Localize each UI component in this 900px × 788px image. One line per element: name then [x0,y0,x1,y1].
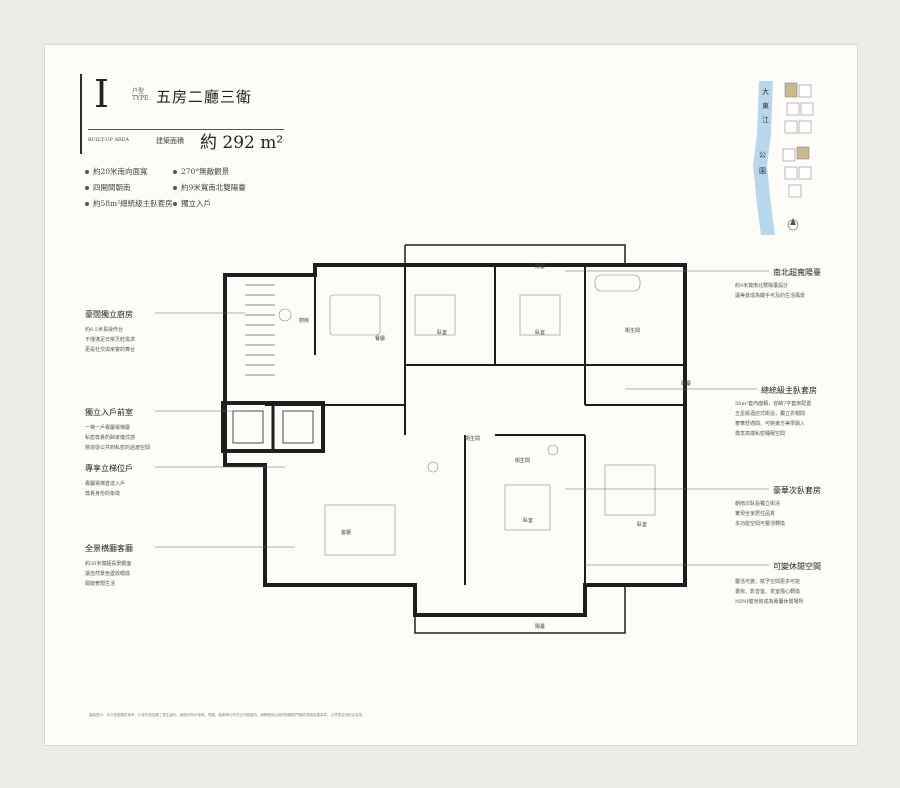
type-label: 户型 TYPE [132,88,148,102]
callout-line: 一梯一戶專屬電梯廳 [85,425,131,431]
callout-title: 專享立梯位戶 [85,464,133,473]
type-label-cn: 户型 [132,88,145,95]
callout-line: MINI健身房成為專屬休閒場所 [735,599,804,605]
callout-line: 私密尊貴的歸家儀式感 [85,435,136,441]
room-bedroom: 臥室 [637,522,648,528]
floorplan-card: I 户型 TYPE 五房二廳三衛 BUILT-UP AREA 建築面積 約 29… [44,44,858,746]
feature-item: 270°無敵觀景 [173,166,229,177]
area-value: 約 292 m² [200,133,284,153]
callout-title: 全景横廳客廳 [85,544,133,553]
callout-line: 讓自然景色盡收眼底 [85,571,131,577]
site-map-graphic [753,81,814,235]
callout-line: 朝南次臥設獨立衛浴 [735,501,781,507]
room-dining: 餐廳 [375,336,386,342]
callout-line: 尊享高端私密睡眠空間 [735,431,786,437]
callout-line: 尊貴身份的象徵 [85,491,121,497]
callout-line: 五星級酒店式衛浴，獨立衣帽間 [735,411,806,417]
feature-item: 約20米南向面寬 [85,166,148,177]
callout-line: 靈活可變，賦予空間更多可能 [735,579,801,585]
header-rule [88,129,284,130]
callout-line: 不僅滿足日常烹飪需求 [85,337,136,343]
callout-line: 書房、影音室、茶室隨心轉換 [735,589,801,595]
feature-item: 獨立入戶 [173,198,211,209]
type-label-en: TYPE [132,95,149,102]
callout-line: 58m²套內面積，容納7字套房配置 [735,401,812,407]
type-letter: I [94,72,110,116]
layout-title: 五房二廳三衛 [156,88,253,106]
header-rule-vertical [80,74,82,154]
callout-line: 營造從公共到私密的過渡空間 [85,445,151,451]
room-bedroom: 臥室 [437,330,448,336]
feature-item: 約58m²總統級主臥套房 [85,198,173,209]
callout-line: 實現全家居住品質 [735,511,776,517]
room-balcony: 陽臺 [535,624,546,630]
callout-line: 約20米寬超長景觀面 [85,561,132,567]
site-map: 大東江 公園 [745,75,835,235]
room-balcony: 陽臺 [535,264,546,270]
park-label: 公園 [759,151,766,175]
callout-line: 約6.5米長操作台 [85,327,123,333]
river-label: 大東江 [762,88,769,124]
callout-title: 豪華次臥套房 [773,486,821,495]
area-label-cn: 建築面積 [156,137,184,145]
callout-title: 豪闊獨立廚房 [85,310,133,319]
area-label-en: BUILT-UP AREA [88,137,129,143]
feature-item: 四開間朝南 [85,182,131,193]
callout-title: 總統級主臥套房 [761,386,817,395]
callout-title: 南北超寬陽臺 [773,268,821,277]
room-bathroom: 衛生間 [515,458,531,464]
room-balcony: 陽臺 [681,381,692,387]
callout-title: 可變休閒空間 [773,562,821,571]
callout-line: 讓美景成為觸手可及的生活風景 [735,293,806,299]
floor-plan [221,244,687,634]
callout-line: 奢華舒適間，可將東方美學融入 [735,421,806,427]
callout-title: 獨立入戶前室 [85,408,133,417]
callout-line: 更是社交與家宴的舞台 [85,347,136,353]
disclaimer-text: 溫馨提示：本戶型圖僅供參考，戶型可能因施工發生變化，圖紙中所示傢俱、電器、裝飾等… [89,713,366,717]
callout-line: 開啟奢闊生活 [85,581,116,587]
callout-line: 專屬電梯直達入戶 [85,481,126,487]
room-kitchen: 廚房 [299,318,310,324]
room-bathroom: 衛生間 [625,328,641,334]
room-bedroom: 臥室 [535,330,546,336]
room-bathroom: 衛生間 [465,436,481,442]
room-living: 客廳 [341,530,352,536]
room-bedroom: 臥室 [523,518,534,524]
callout-line: 約9米寬南北雙陽臺設計 [735,283,789,289]
unit-header: I 户型 TYPE 五房二廳三衛 BUILT-UP AREA 建築面積 約 29… [80,72,285,161]
callout-line: 多功能空間可靈活轉換 [735,521,786,527]
feature-item: 約9米寬南北雙陽臺 [173,182,246,193]
